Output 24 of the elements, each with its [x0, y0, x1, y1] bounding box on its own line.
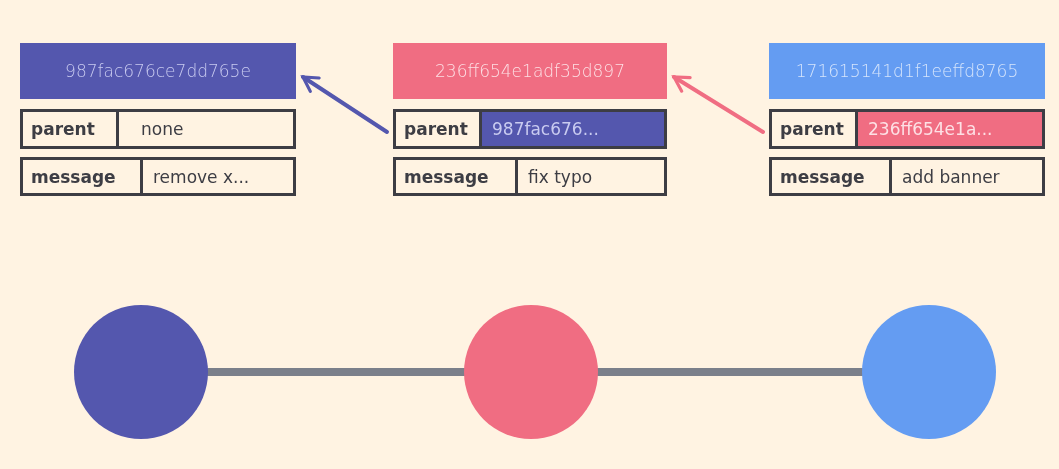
commit-field-row — [20, 109, 296, 149]
arrow — [301, 75, 389, 134]
field-label: message — [396, 160, 518, 193]
commit-hash: 987fac676ce7dd765e — [65, 61, 251, 81]
commit-hash: 171615141d1f1eeffd8765 — [795, 61, 1019, 81]
commit-field-row — [769, 157, 1045, 196]
commit-hash-box — [393, 43, 667, 99]
field-value: fix typo — [527, 165, 594, 189]
field-value: remove x... — [152, 165, 251, 189]
field-value: add banner — [901, 165, 1001, 189]
field-label: message — [772, 160, 892, 193]
field-value: 236ff654e1a... — [858, 112, 1042, 146]
commit-field-row — [769, 109, 1045, 149]
field-label: parent — [23, 112, 119, 146]
commit-hash-box — [769, 43, 1045, 99]
field-value: none — [140, 118, 185, 141]
commit-hash-box — [20, 43, 296, 99]
commit-field-row — [20, 157, 296, 196]
field-value: 987fac676... — [482, 112, 664, 146]
commit-field-row — [393, 109, 667, 149]
commit-hash: 236ff654e1adf35d897 — [435, 61, 625, 81]
field-label: message — [23, 160, 143, 193]
commit-field-row — [393, 157, 667, 196]
arrow — [672, 75, 765, 134]
